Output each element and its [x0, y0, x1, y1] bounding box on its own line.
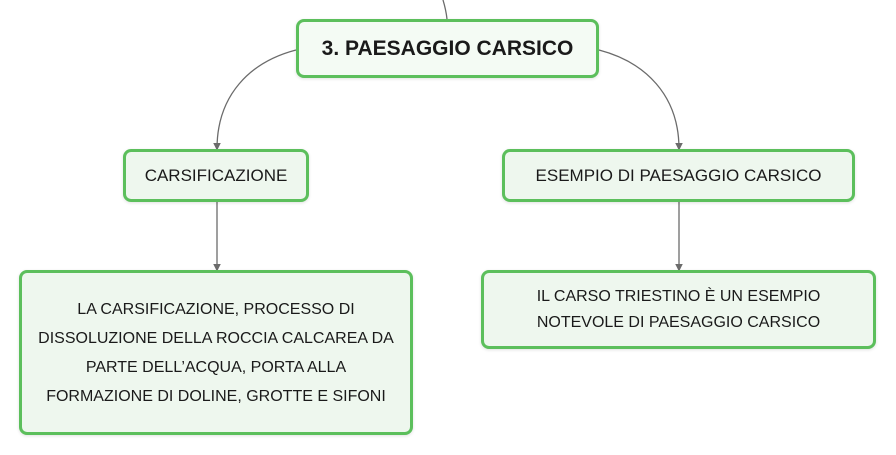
- root-node-label: 3. PAESAGGIO CARSICO: [321, 36, 574, 60]
- detail-line: IL CARSO TRIESTINO È UN ESEMPIO: [536, 287, 821, 305]
- topic-node-label: ESEMPIO DI PAESAGGIO CARSICO: [535, 165, 822, 185]
- connector-root-to-esempio: [598, 49, 683, 151]
- topic-node-carsificazione[interactable]: CARSIFICAZIONE: [123, 149, 309, 202]
- detail-line: PARTE DELL’ACQUA, PORTA ALLA: [85, 358, 347, 376]
- detail-node-carsificazione[interactable]: LA CARSIFICAZIONE, PROCESSO DI DISSOLUZI…: [19, 270, 413, 435]
- detail-node-esempio[interactable]: IL CARSO TRIESTINO È UN ESEMPIO NOTEVOLE…: [481, 270, 876, 349]
- detail-node-text: IL CARSO TRIESTINO È UN ESEMPIO NOTEVOLE…: [537, 284, 821, 336]
- detail-line: NOTEVOLE DI PAESAGGIO CARSICO: [536, 313, 821, 331]
- detail-node-text: LA CARSIFICAZIONE, PROCESSO DI DISSOLUZI…: [38, 295, 394, 411]
- detail-line: FORMAZIONE DI DOLINE, GROTTE E SIFONI: [46, 387, 386, 405]
- connector-root-to-carsificazione: [213, 49, 297, 151]
- detail-line: LA CARSIFICAZIONE, PROCESSO DI: [77, 300, 355, 318]
- topic-node-esempio[interactable]: ESEMPIO DI PAESAGGIO CARSICO: [502, 149, 855, 202]
- detail-line: DISSOLUZIONE DELLA ROCCIA CALCAREA DA: [38, 329, 394, 347]
- root-node[interactable]: 3. PAESAGGIO CARSICO: [296, 19, 599, 78]
- topic-node-label: CARSIFICAZIONE: [144, 165, 288, 185]
- connector-parent-to-root: [442, 0, 448, 20]
